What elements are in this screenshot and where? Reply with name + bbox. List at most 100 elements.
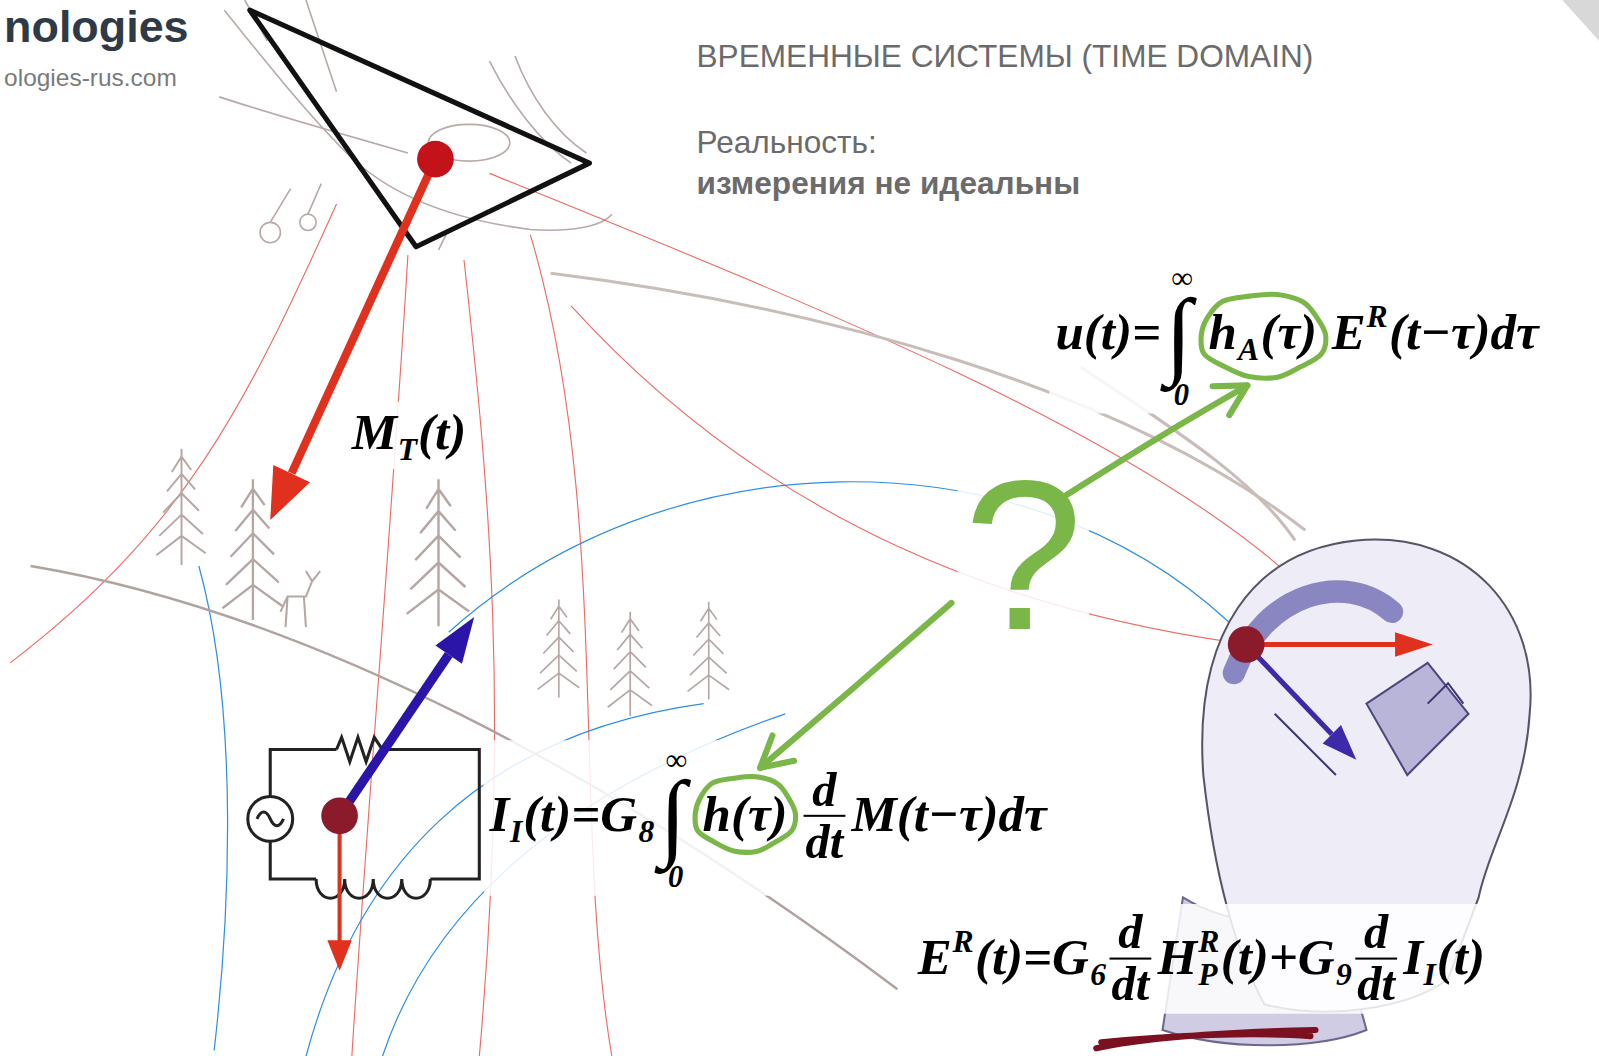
- text-patch: [0, 61, 183, 94]
- wire: [270, 750, 336, 797]
- formula-part: d: [1364, 908, 1388, 956]
- arrow-head: [1395, 632, 1433, 656]
- arrow-head: [327, 940, 351, 971]
- formula-part: (t)+G: [1221, 931, 1335, 982]
- fraction-bar: [804, 815, 846, 818]
- formula-part: u(t)=: [1055, 306, 1161, 357]
- tree: [538, 600, 580, 698]
- receiver-dot: [1228, 626, 1265, 663]
- formula-part: 8: [638, 816, 654, 848]
- head-outline: [1202, 540, 1530, 1012]
- tree: [688, 602, 730, 700]
- arrow-head: [1323, 725, 1357, 760]
- fraction-bar: [1110, 957, 1152, 960]
- formula-part: h(τ): [703, 788, 788, 839]
- field-line: [10, 204, 336, 663]
- corner-mark: [1562, 0, 1599, 41]
- question-mark: ?: [964, 449, 1083, 663]
- formula-part: (t): [1437, 931, 1485, 982]
- formula-part: E: [918, 931, 952, 982]
- tree: [608, 612, 652, 716]
- formula-part: d: [1118, 908, 1142, 956]
- source-dot: [417, 141, 454, 178]
- ac-tilde: [257, 812, 284, 826]
- text-patch: [958, 445, 1090, 667]
- formula-part: E: [1332, 306, 1366, 357]
- sensor-dot: [321, 797, 358, 834]
- arrow-head: [270, 465, 310, 520]
- ground-line: [31, 566, 898, 989]
- fraction-bar: [1355, 957, 1397, 960]
- field-line: [352, 255, 408, 1056]
- formula-part: d: [812, 765, 836, 813]
- logo-text: nologies: [4, 4, 188, 49]
- highlight-circle: [1201, 294, 1326, 378]
- face-sketch: [1366, 663, 1468, 775]
- field-line: [571, 306, 1234, 643]
- formula-part: R: [1366, 301, 1387, 333]
- formula-part: ∫: [1166, 285, 1193, 382]
- airplane-sketch: [219, 0, 612, 250]
- formula-part: M: [352, 406, 397, 457]
- logo-url: ologies-rus.com: [4, 65, 177, 89]
- wheel-sketch: [300, 214, 316, 230]
- formula-part: I: [1424, 959, 1436, 991]
- subtitle-bold: измерения не идеальны: [697, 167, 1081, 199]
- tree: [156, 449, 205, 565]
- deer-sketch: [280, 571, 320, 627]
- ac-source-symbol: [248, 796, 293, 841]
- inductor-symbol: [316, 879, 430, 898]
- highlight-circle: [695, 776, 796, 852]
- vector-arrow: [1246, 642, 1397, 647]
- formula-part: R: [952, 926, 973, 958]
- pointer-arrow: [1213, 385, 1248, 415]
- formula-part: dt: [806, 818, 844, 866]
- subtitle: Реальность:: [697, 126, 877, 158]
- formula-part: (t)=G: [523, 788, 637, 839]
- underline-mark: [1096, 1030, 1315, 1048]
- formula-part: H: [1157, 931, 1197, 982]
- text-patch: [690, 163, 1086, 203]
- arrow-head: [435, 617, 474, 664]
- formula-part: dt: [1112, 961, 1150, 1009]
- field-line: [489, 173, 1284, 571]
- pointer-arrow: [760, 603, 951, 768]
- formula-part: 6: [1090, 959, 1106, 991]
- field-line: [530, 235, 612, 1056]
- formula-part: I: [510, 816, 522, 848]
- formula-part: ∞: [1171, 262, 1193, 293]
- circuit-symbol: [248, 737, 479, 898]
- text-patches: [0, 0, 1545, 1014]
- text-patch: [690, 122, 883, 162]
- formula-part: ∞: [665, 744, 687, 775]
- vector-arrow: [1246, 644, 1332, 734]
- wire: [382, 750, 479, 880]
- formula-part: (t−τ)dτ: [1389, 306, 1539, 357]
- wire: [270, 841, 316, 879]
- formula-part: (t)=G: [975, 931, 1089, 982]
- formula-part: M(t−τ)dτ: [852, 788, 1047, 839]
- formula-part: 0: [1174, 379, 1189, 410]
- vector-arrow: [338, 816, 342, 943]
- text-patch: [912, 904, 1491, 1014]
- formula-part: R: [1198, 926, 1219, 958]
- formula-part: (τ): [1260, 306, 1317, 357]
- formula-part: h: [1208, 306, 1236, 357]
- sensor-triangle: [250, 10, 590, 247]
- wheel-sketch: [260, 222, 280, 242]
- formula-part: I: [489, 788, 509, 839]
- slide-title: ВРЕМЕННЫЕ СИСТЕМЫ (TIME DOMAIN): [697, 41, 1314, 73]
- text-patch: [1049, 258, 1545, 414]
- formula-part: ∫: [660, 767, 687, 864]
- field-line: [449, 482, 1229, 633]
- pointer-arrow: [760, 735, 794, 767]
- text-patch: [0, 0, 195, 53]
- detail-sketch: [1275, 683, 1464, 775]
- formula-part: (t): [418, 406, 466, 457]
- formula-part: P: [1198, 959, 1217, 991]
- text-patch: [690, 37, 1319, 77]
- formula-part: dt: [1357, 961, 1395, 1009]
